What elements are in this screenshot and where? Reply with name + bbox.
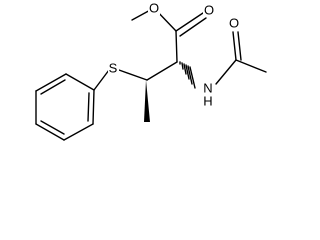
ring-bond-2 xyxy=(35,73,67,92)
bond-carbonyl-double-2 xyxy=(179,17,207,37)
ester-group xyxy=(131,7,207,63)
hash-bond-alpha-n xyxy=(179,61,196,89)
svg-text:H: H xyxy=(203,94,212,109)
svg-text:O: O xyxy=(229,16,239,31)
atom-label-ester-o-single: O xyxy=(148,1,160,16)
atom-label-nh: N H xyxy=(201,81,215,109)
svg-text:O: O xyxy=(204,3,214,18)
ring-bond-4 xyxy=(35,123,65,141)
atom-label-amide-o: O xyxy=(228,16,240,31)
ring-bond-5 xyxy=(63,123,94,141)
atom-label-ester-o-double: O xyxy=(203,3,215,18)
svg-text:S: S xyxy=(109,61,118,76)
bond-sulfur-ring xyxy=(93,69,110,91)
svg-text:N: N xyxy=(203,81,212,96)
ring-bond-6 xyxy=(92,89,95,125)
phenyl-ring xyxy=(35,69,110,141)
ring-inner-bond-2 xyxy=(40,120,65,135)
bond-amide-double-2 xyxy=(237,31,242,61)
backbone xyxy=(118,61,178,122)
bond-amide-double-1 xyxy=(232,31,237,61)
wedge-beta-methyl xyxy=(144,80,150,122)
acetamide-group xyxy=(215,31,267,85)
bond-carbonyl-double-1 xyxy=(175,12,204,32)
svg-text:O: O xyxy=(149,1,159,16)
ring-inner-bond-1 xyxy=(40,79,66,95)
bond-amide-methyl xyxy=(235,59,267,73)
bond-n-carbonyl xyxy=(215,59,237,85)
bond-carbonyl-alpha xyxy=(175,30,178,63)
bond-alpha-beta xyxy=(146,61,178,81)
bond-beta-sulfur xyxy=(118,69,148,81)
molecule-structure: O O O N H S xyxy=(35,1,267,141)
ring-inner-bond-3 xyxy=(87,92,90,122)
atom-label-sulfur: S xyxy=(108,61,119,76)
ring-bond-1 xyxy=(65,73,95,91)
